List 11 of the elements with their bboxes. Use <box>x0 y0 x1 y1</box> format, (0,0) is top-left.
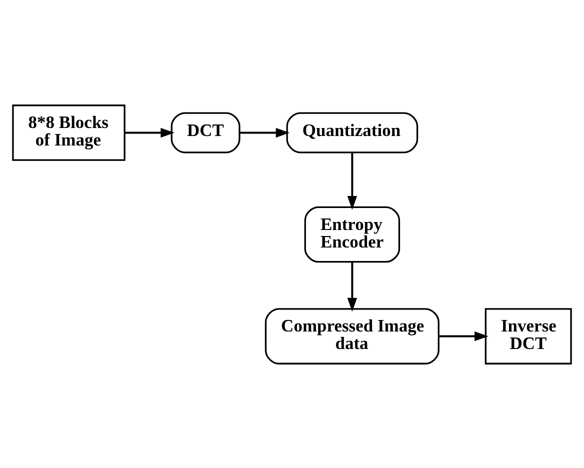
node-box: 8*8 Blocks of Image <box>12 104 126 160</box>
arrow <box>347 152 358 210</box>
node-box: Quantization <box>286 112 418 153</box>
node-box: Entropy Encoder <box>304 206 400 262</box>
arrow <box>438 330 488 341</box>
arrow <box>124 127 174 138</box>
node-box: Inverse DCT <box>484 308 572 364</box>
arrow <box>347 262 358 312</box>
node-box: DCT <box>170 112 240 153</box>
arrow <box>240 127 290 138</box>
node-box: Compressed Image data <box>264 308 440 364</box>
